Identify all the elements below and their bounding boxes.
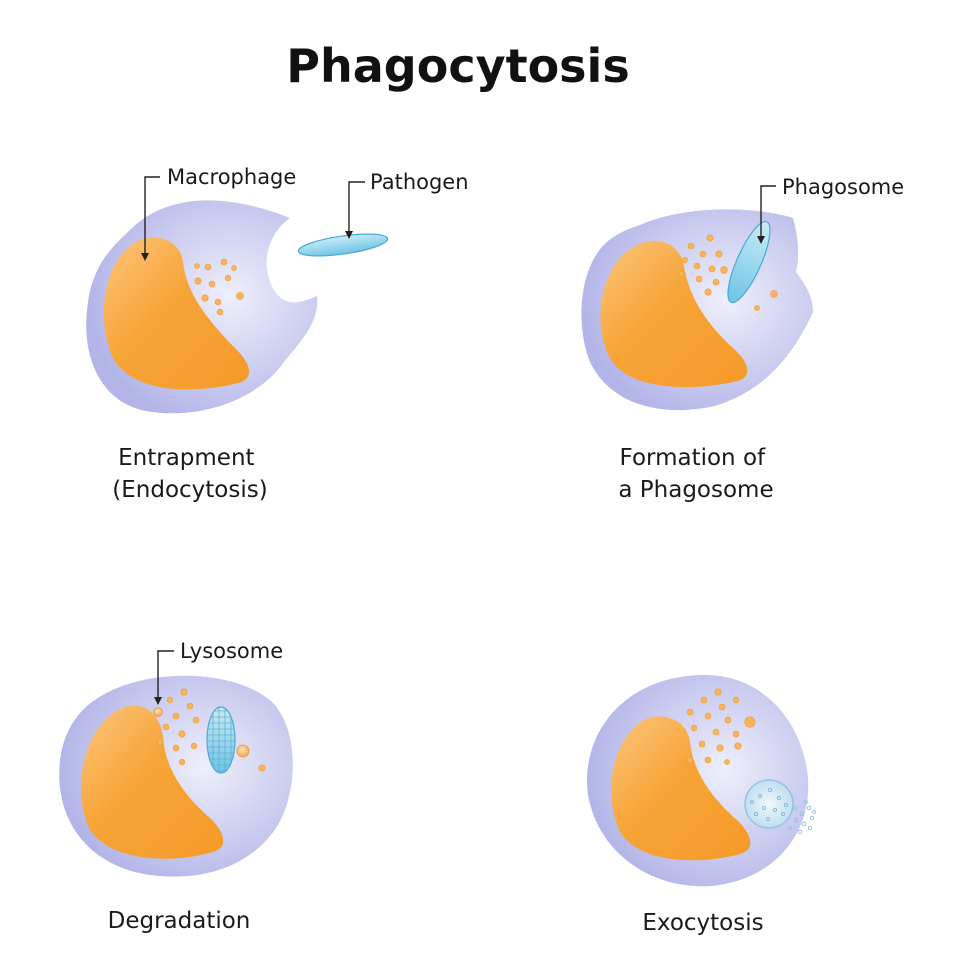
stage-label: Formation of a Phagosome	[618, 445, 773, 503]
stage-label: Degradation	[108, 908, 251, 934]
callout-macrophage: Macrophage	[167, 165, 296, 189]
lysosome-leader	[154, 650, 174, 705]
phagosome-leader	[757, 185, 776, 244]
macrophage-nucleus	[103, 237, 250, 390]
stage-exocytosis: Exocytosis	[587, 674, 816, 936]
stage-formation-of-phagosome: Phagosome Formation of a Phagosome	[581, 175, 904, 503]
released-debris	[787, 800, 816, 835]
stage-label-line: Entrapment	[118, 445, 254, 471]
degrading-phagosome-mesh	[207, 707, 235, 773]
pathogen-leader	[345, 181, 365, 239]
stage-label-line: Formation of	[620, 445, 766, 471]
diagram-title: Phagocytosis	[286, 39, 629, 93]
stage-entrapment: Macrophage Pathogen Entrapment (Endocyto…	[86, 165, 469, 503]
macrophage-nucleus	[80, 705, 224, 859]
macrophage-leader	[141, 176, 160, 261]
granules	[194, 258, 244, 316]
callout-lysosome: Lysosome	[180, 639, 283, 663]
vesicle-contents	[749, 787, 789, 822]
stage-label-line: a Phagosome	[618, 477, 773, 503]
granules	[154, 688, 266, 772]
macrophage-nucleus	[611, 716, 751, 861]
macrophage-nucleus	[600, 240, 748, 388]
stage-label: Entrapment (Endocytosis)	[112, 445, 267, 503]
stage-label: Exocytosis	[642, 910, 763, 936]
callout-phagosome: Phagosome	[782, 175, 904, 199]
exocytic-vesicle	[744, 779, 794, 829]
callout-pathogen: Pathogen	[370, 170, 469, 194]
granules	[686, 688, 756, 765]
stage-label-line: (Endocytosis)	[112, 477, 267, 503]
lysosome	[153, 707, 163, 717]
pathogen	[297, 233, 389, 257]
granules	[678, 234, 778, 311]
lysosome	[236, 744, 250, 758]
stage-degradation: Lysosome Degradation	[59, 639, 293, 934]
